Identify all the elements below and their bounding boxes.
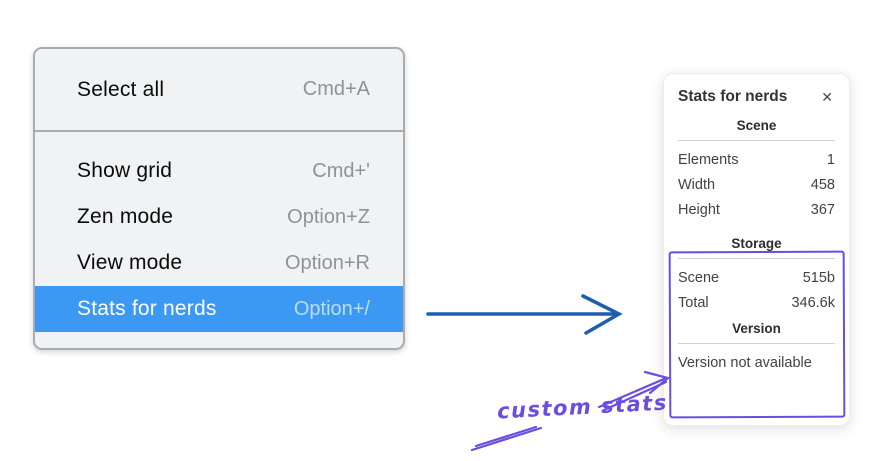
close-icon[interactable]: ✕ xyxy=(821,89,833,105)
menu-item-view-mode[interactable]: View mode Option+R xyxy=(35,240,403,286)
stat-row: Width 458 xyxy=(678,172,835,197)
menu-item-shortcut: Cmd+A xyxy=(302,78,370,100)
section-divider xyxy=(678,258,835,259)
stat-row: Elements 1 xyxy=(678,147,835,172)
menu-item-shortcut: Cmd+' xyxy=(312,159,370,182)
stat-row: Scene 515b xyxy=(678,265,835,290)
stat-value: 1 xyxy=(826,151,835,168)
stats-section-storage: Storage Scene 515b Total 346.6k xyxy=(678,236,835,315)
menu-item-label: Stats for nerds xyxy=(77,297,217,320)
section-divider xyxy=(678,140,835,141)
stats-section-version: Version Version not available xyxy=(678,321,835,371)
menu-item-shortcut: Option+Z xyxy=(287,205,370,228)
menu-item-label: Show grid xyxy=(77,159,173,182)
stats-section-scene: Scene Elements 1 Width 458 Height 367 xyxy=(678,118,835,222)
menu-item-select-all[interactable]: Select all Cmd+A xyxy=(35,49,403,130)
stats-panel: Stats for nerds ✕ Scene Elements 1 Width… xyxy=(663,73,850,426)
stat-row: Height 367 xyxy=(678,197,835,222)
stats-panel-header: Stats for nerds ✕ xyxy=(678,88,835,106)
stat-value: 346.6k xyxy=(791,294,835,311)
stat-row: Total 346.6k xyxy=(678,290,835,315)
annotation-arrow xyxy=(470,370,671,452)
section-title: Version xyxy=(732,321,781,336)
stat-label: Total xyxy=(678,294,709,311)
stat-value: 367 xyxy=(810,201,835,218)
stat-label: Width xyxy=(678,176,716,193)
menu-item-label: Zen mode xyxy=(77,205,174,228)
menu-item-shortcut: Option+R xyxy=(284,251,370,274)
stat-label: Height xyxy=(678,201,720,218)
menu-item-label: Select all xyxy=(77,77,165,101)
stat-value: 458 xyxy=(810,176,835,193)
stats-panel-title: Stats for nerds xyxy=(678,88,788,105)
annotation-text: custom stats xyxy=(496,390,669,424)
section-divider xyxy=(678,343,835,344)
menu-group: Show grid Cmd+' Zen mode Option+Z View m… xyxy=(35,132,403,332)
menu-separator xyxy=(35,130,403,132)
stat-label: Scene xyxy=(678,269,720,286)
menu-item-stats-for-nerds[interactable]: Stats for nerds Option+/ xyxy=(35,286,403,332)
stat-value: 515b xyxy=(802,269,835,286)
blue-arrow xyxy=(426,294,623,335)
menu-item-show-grid[interactable]: Show grid Cmd+' xyxy=(35,148,403,194)
menu-item-zen-mode[interactable]: Zen mode Option+Z xyxy=(35,194,403,240)
section-title: Storage xyxy=(731,236,782,251)
menu-item-label: View mode xyxy=(77,251,183,274)
stat-label: Elements xyxy=(678,151,739,168)
section-title: Scene xyxy=(736,118,777,133)
version-note: Version not available xyxy=(678,355,812,371)
context-menu: Select all Cmd+A Show grid Cmd+' Zen mod… xyxy=(33,47,405,350)
menu-item-shortcut: Option+/ xyxy=(293,297,370,320)
